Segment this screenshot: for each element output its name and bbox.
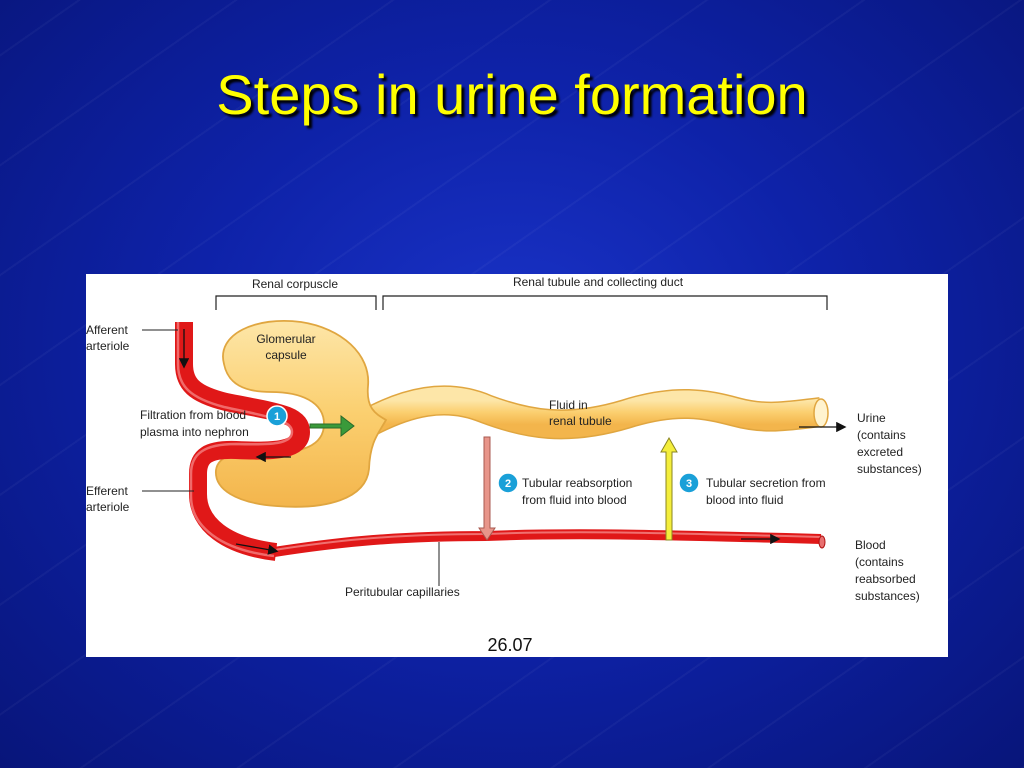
slide-title: Steps in urine formation [216,63,808,126]
capillary-end [818,535,826,549]
peritubular-label: Peritubular capillaries [345,585,460,599]
blood-label-3: reabsorbed [855,572,916,586]
filtration-arrow [309,414,355,438]
reabsorption-arrow [478,436,496,541]
step-3-label-2: blood into fluid [706,493,783,507]
step-1-label-1: Filtration from blood [140,408,246,422]
blood-label-1: Blood [855,538,886,552]
step-2-label-1: Tubular reabsorption [522,476,632,490]
renal-tubule-label: Renal tubule and collecting duct [513,275,684,289]
urine-label-1: Urine [857,411,886,425]
step-1-badge [266,405,288,427]
renal-corpuscle-label: Renal corpuscle [252,277,338,291]
step-1-number: 1 [274,411,280,423]
step-3-label-1: Tubular secretion from [706,476,826,490]
glomerular-label-1: Glomerular [256,332,315,346]
glomerular-label-2: capsule [265,348,307,362]
afferent-arteriole [175,322,310,561]
step-3-badge [678,472,700,494]
afferent-label-1: Afferent [86,323,128,337]
afferent-label-2: arteriole [86,339,130,353]
urine-label-2: (contains [857,428,906,442]
urine-label-4: substances) [857,462,922,476]
secretion-arrow [660,436,678,541]
bracket-renal-corpuscle [215,295,377,310]
step-2-badge [497,472,519,494]
efferent-label-2: arteriole [86,500,130,514]
nephron-diagram: Renal corpuscle Renal tubule and collect… [86,274,948,657]
figure-number: 26.07 [487,635,532,655]
bracket-renal-tubule [382,295,828,310]
step-1-label-2: plasma into nephron [140,425,249,439]
blood-label-2: (contains [855,555,904,569]
fluid-label-2: renal tubule [549,414,612,428]
nephron-diagram-svg: Renal corpuscle Renal tubule and collect… [86,275,922,655]
blood-label-4: substances) [855,589,920,603]
efferent-label-1: Efferent [86,484,128,498]
step-2-label-2: from fluid into blood [522,493,627,507]
tubule-opening [813,398,829,428]
step-3-number: 3 [686,478,692,490]
fluid-label-1: Fluid in [549,398,588,412]
peritubular-capillary [273,529,822,557]
urine-label-3: excreted [857,445,903,459]
step-2-number: 2 [505,478,511,490]
